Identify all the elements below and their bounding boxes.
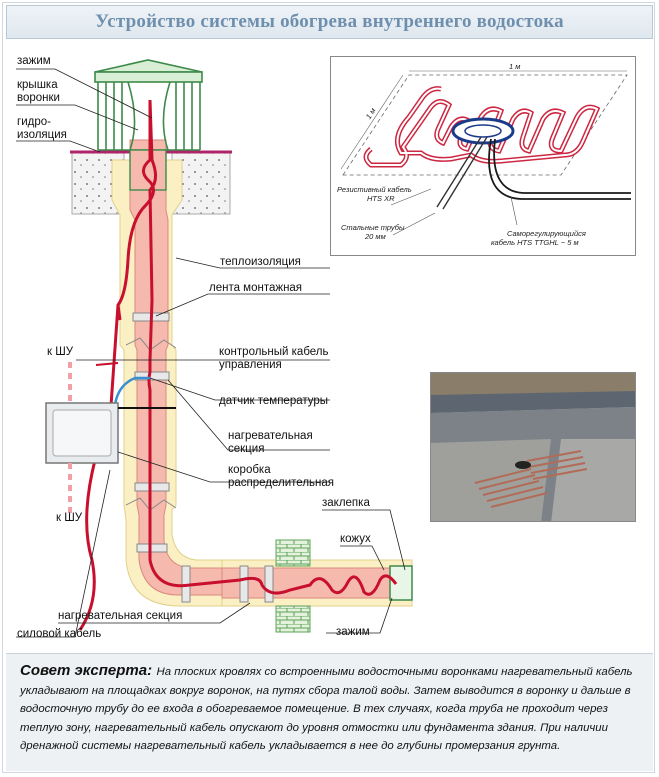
power-cable [78,304,120,631]
drain-pipe-horizontal [221,567,413,599]
expert-tip: Совет эксперта: На плоских кровлях со вс… [6,653,653,771]
leader-lines [16,68,406,638]
roof-installation-photo [430,372,636,522]
page-title: Устройство системы обогрева внутреннего … [95,11,564,32]
label-funnel-cover-2: воронки [17,92,60,104]
label-clamp-top: зажим [17,55,51,67]
casing [389,565,413,601]
label-mounting-tape: лента монтажная [209,282,303,294]
inset-steel-2: 20 мм [365,232,386,241]
tip-text: На плоских кровлях со встроенными водост… [20,666,633,753]
label-temp-sensor: датчик температуры [219,395,329,407]
cable-mat [474,450,588,508]
label-control-cable-1: контрольный кабель [219,346,329,358]
brick-wall-top [275,539,311,567]
label-waterproof-1: гидро- [17,116,51,128]
inset-selfreg-2: кабель HTS TTGHL ~ 5 м [491,238,579,247]
label-control-cable-2: управления [219,359,282,371]
label-heating-section-1: нагревательная [228,430,313,442]
label-to-panel-bottom: к ШУ [56,512,83,524]
title-bar: Устройство системы обогрева внутреннего … [6,5,653,39]
label-junction-box-2: распределительная [228,477,334,489]
roof-layout-inset: 1 м 1 м Резистивный кабель HTS XR Стальн… [330,56,636,256]
label-junction-box-1: коробка [228,464,271,476]
drain-pipe-diagram [16,59,413,638]
dim-line-side [340,74,404,170]
roof-layout-drawing [340,70,631,236]
inset-resistive-1: Резистивный кабель [337,185,412,194]
funnel-photo [515,461,531,469]
inset-dim-top: 1 м [509,62,521,71]
funnel [94,59,203,151]
label-to-panel-top: к ШУ [47,346,74,358]
roof-area-outline [342,74,628,176]
inset-resistive-2: HTS XR [367,194,395,203]
label-funnel-cover-1: крышка [17,79,58,91]
steel-pipe [436,136,488,210]
tip-heading: Совет эксперта: [20,662,153,679]
inset-steel-1: Стальные трубы [341,223,405,232]
funnel-neck [129,149,167,191]
photo-illustration [431,373,635,521]
label-clamp-bottom: зажим [336,626,370,638]
brick-wall-bottom [275,605,311,633]
label-heating-section-bottom: нагревательная секция [58,610,183,622]
label-rivet: заклепка [322,497,370,509]
control-cable [113,376,150,406]
label-heating-section-2: секция [228,443,265,455]
label-power-cable: силовой кабель [17,628,102,640]
label-thermal-insulation: теплоизоляция [220,256,301,268]
label-waterproof-2: изоляция [17,129,67,141]
label-casing: кожух [340,533,371,545]
inset-selfreg-1: Саморегулирующийся [507,229,586,238]
self-regulating-cable [488,138,631,200]
